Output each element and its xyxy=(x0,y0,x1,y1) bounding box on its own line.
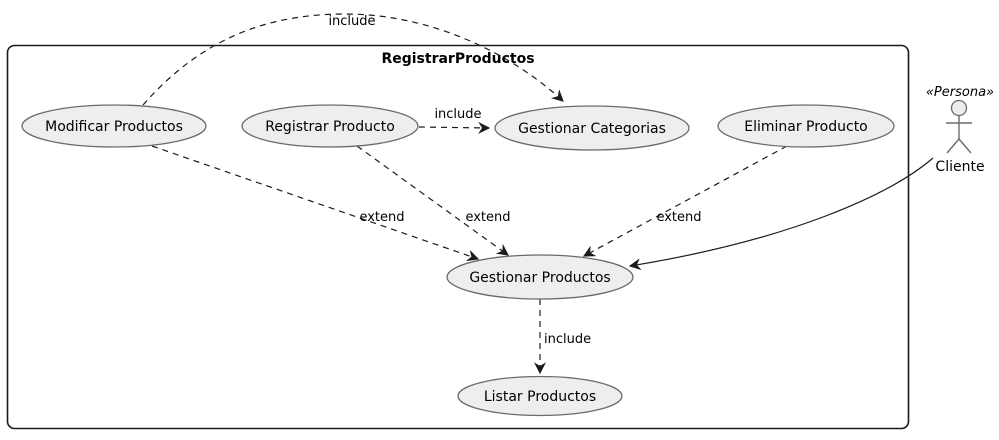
edge-registrar-to-categorias-include xyxy=(418,121,491,134)
system-boundary xyxy=(6,44,910,430)
edge-label-include-bottom: include xyxy=(544,332,591,347)
usecase-ellipse xyxy=(717,104,895,148)
usecase-label: Gestionar Categorias xyxy=(518,121,666,137)
actor-stereotype: «Persona» xyxy=(926,85,994,100)
edge-label-include-top: include xyxy=(328,14,375,29)
edge-modificar-to-gestionar-extend xyxy=(151,145,480,262)
usecase-gestionar-categorias: Gestionar Categorias xyxy=(494,105,690,151)
edge-eliminar-to-gestionar-extend xyxy=(582,145,788,257)
edge-registrar-to-gestionar-extend xyxy=(356,145,509,256)
actor-name: Cliente xyxy=(935,159,984,175)
edge-cliente-to-gestionar xyxy=(628,157,934,271)
system-boundary-title: RegistrarProductos xyxy=(381,51,534,67)
actor-cliente: «Persona» Cliente xyxy=(926,85,994,175)
usecase-label: Listar Productos xyxy=(484,389,596,405)
usecase-label: Modificar Productos xyxy=(45,119,183,135)
usecase-ellipse xyxy=(494,105,690,151)
usecase-modificar-productos: Modificar Productos xyxy=(21,104,207,148)
usecase-label: Eliminar Producto xyxy=(744,119,868,135)
usecase-eliminar-producto: Eliminar Producto xyxy=(717,104,895,148)
actor-legs-icon xyxy=(946,138,972,154)
usecase-listar-productos: Listar Productos xyxy=(457,375,623,417)
actor-head-icon xyxy=(950,99,968,117)
usecase-ellipse xyxy=(446,254,634,300)
usecase-ellipse xyxy=(241,104,419,148)
usecase-registrar-producto: Registrar Producto xyxy=(241,104,419,148)
edge-label-extend-left: extend xyxy=(359,210,404,225)
edge-label-extend-right: extend xyxy=(656,210,701,225)
edge-modificar-to-categorias-include xyxy=(142,13,564,106)
usecase-label: Registrar Producto xyxy=(265,119,395,135)
usecase-ellipse xyxy=(457,375,623,417)
edge-label-extend-mid: extend xyxy=(465,210,510,225)
edge-label-include-mid: include xyxy=(434,107,481,122)
usecase-label: Gestionar Productos xyxy=(469,270,610,286)
usecase-ellipse xyxy=(21,104,207,148)
usecase-gestionar-productos: Gestionar Productos xyxy=(446,254,634,300)
